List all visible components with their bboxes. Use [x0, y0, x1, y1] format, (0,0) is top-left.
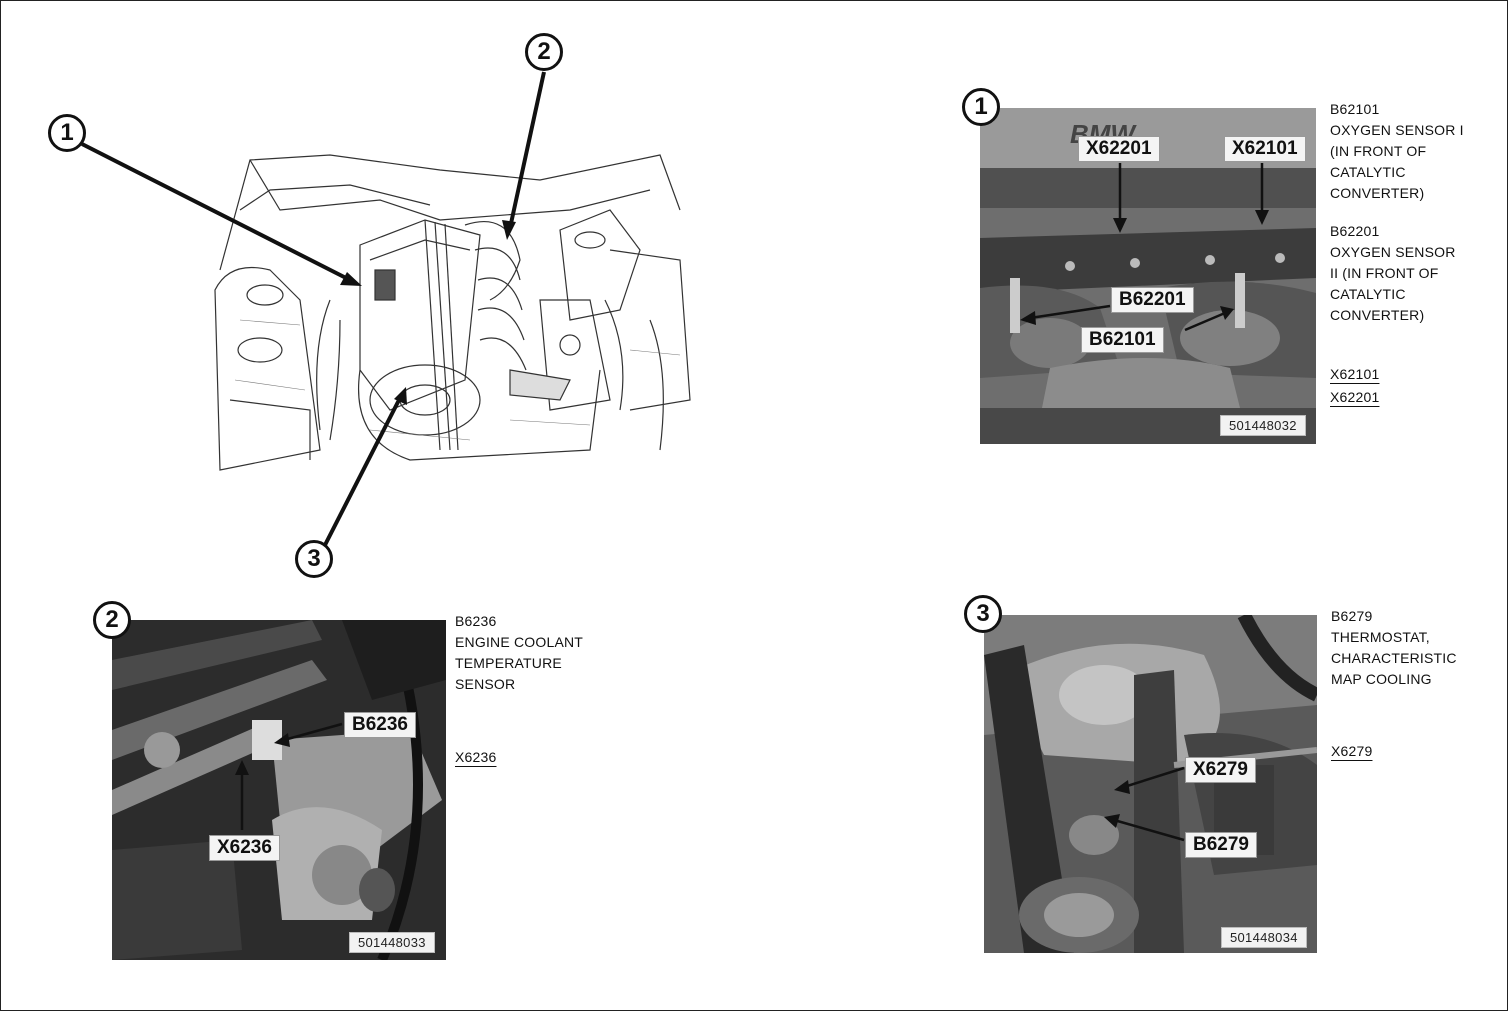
desc-line: CATALYTIC — [1330, 164, 1406, 180]
detail1-photo-id: 501448032 — [1220, 415, 1306, 436]
tag-b62101: B62101 — [1081, 327, 1164, 353]
connector-x6236: X6236 — [455, 749, 497, 765]
desc-code: B6236 — [455, 613, 497, 629]
detail3-photo-id: 501448034 — [1221, 927, 1307, 948]
desc-line: ENGINE COOLANT — [455, 634, 584, 650]
tag-x6279: X6279 — [1185, 757, 1256, 783]
detail1-arrows — [1020, 163, 1269, 332]
desc-code: B62201 — [1330, 223, 1380, 239]
detail2-photo — [112, 620, 446, 960]
desc-line: (IN FRONT OF — [1330, 143, 1427, 159]
tag-b6236: B6236 — [344, 712, 416, 738]
detail2-callout: 2 — [93, 601, 131, 639]
connector-x6279: X6279 — [1331, 743, 1373, 759]
overview-callout-3: 3 — [295, 540, 333, 578]
desc-line: MAP COOLING — [1331, 671, 1432, 687]
detail3-callout: 3 — [964, 595, 1002, 633]
detail2-photo-id: 501448033 — [349, 932, 435, 953]
tag-x62101: X62101 — [1224, 136, 1306, 162]
detail3-description-b6279: B6279 THERMOSTAT, CHARACTERISTIC MAP COO… — [1331, 606, 1457, 690]
detail1-description-b62101: B62101 OXYGEN SENSOR I (IN FRONT OF CATA… — [1330, 99, 1464, 204]
overview-callout-1: 1 — [48, 114, 86, 152]
desc-line: II (IN FRONT OF — [1330, 265, 1439, 281]
engine-overview-drawing — [210, 150, 705, 480]
detail3-photo — [984, 615, 1317, 953]
engine-line-art — [214, 154, 691, 471]
desc-line: CONVERTER) — [1330, 185, 1425, 201]
connector-x62201: X62201 — [1330, 389, 1380, 405]
desc-line: TEMPERATURE — [455, 655, 562, 671]
tag-b6279: B6279 — [1185, 832, 1257, 858]
tag-x6236: X6236 — [209, 835, 280, 861]
tag-x62201: X62201 — [1078, 136, 1160, 162]
detail2-description-b6236: B6236 ENGINE COOLANT TEMPERATURE SENSOR — [455, 611, 583, 695]
desc-line: CATALYTIC — [1330, 286, 1406, 302]
desc-code: B62101 — [1330, 101, 1380, 117]
connector-x62101: X62101 — [1330, 366, 1380, 382]
desc-line: THERMOSTAT, — [1331, 629, 1430, 645]
tag-b62201: B62201 — [1111, 287, 1194, 313]
desc-line: SENSOR — [455, 676, 516, 692]
detail1-description-b62201: B62201 OXYGEN SENSOR II (IN FRONT OF CAT… — [1330, 221, 1456, 326]
desc-line: CONVERTER) — [1330, 307, 1425, 323]
desc-line: OXYGEN SENSOR — [1330, 244, 1456, 260]
detail3-arrows — [1104, 766, 1185, 842]
detail2-arrows — [235, 722, 343, 830]
detail1-callout: 1 — [962, 88, 1000, 126]
desc-line: CHARACTERISTIC — [1331, 650, 1457, 666]
desc-code: B6279 — [1331, 608, 1373, 624]
overview-callout-2: 2 — [525, 33, 563, 71]
desc-line: OXYGEN SENSOR I — [1330, 122, 1464, 138]
